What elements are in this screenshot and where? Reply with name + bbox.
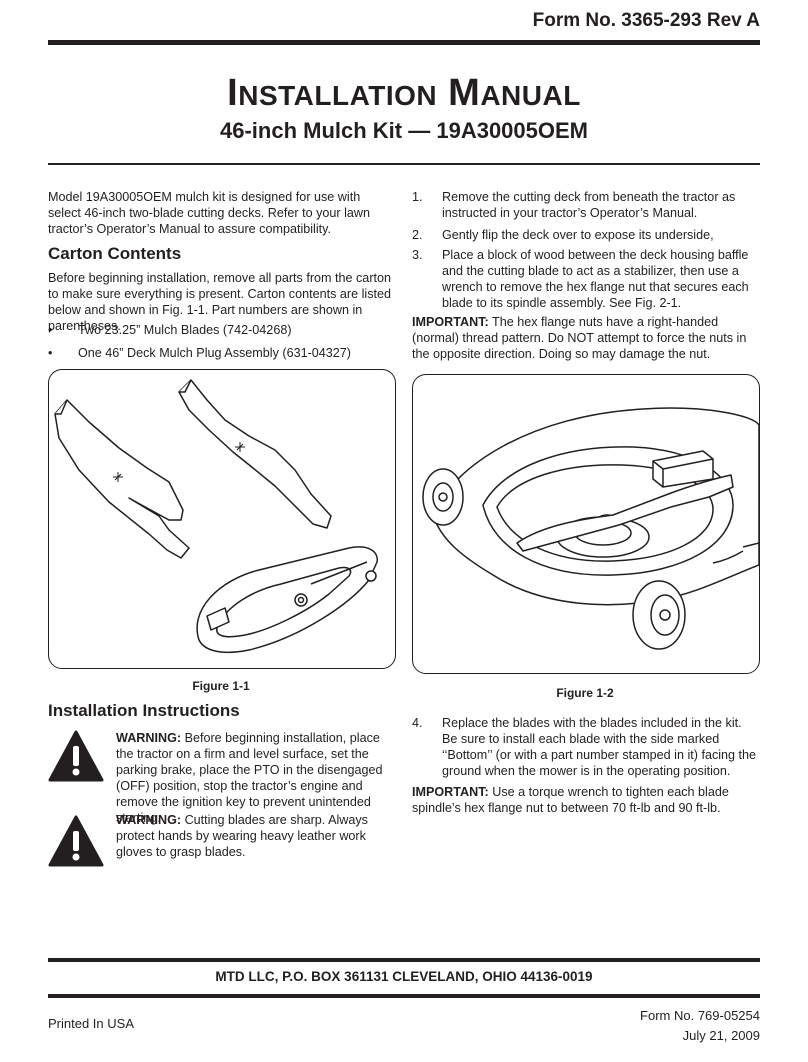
- intro-text: Model 19A30005OEM mulch kit is designed …: [48, 190, 371, 236]
- bullet-text: One 46” Deck Mulch Plug Assembly (631-04…: [78, 346, 351, 360]
- important-body: Use a torque wrench to tighten each blad…: [412, 785, 729, 815]
- page-title: INSTALLATION MANUAL: [0, 72, 808, 115]
- warning-icon: [48, 730, 104, 782]
- company-address: MTD LLC, P.O. BOX 361131 CLEVELAND, OHIO…: [215, 969, 593, 984]
- step-number: 2.: [412, 228, 423, 242]
- title-word1: NSTALLATION: [238, 80, 438, 111]
- important-note-1: IMPORTANT: The hex flange nuts have a ri…: [412, 314, 762, 362]
- carton-text: Before beginning installation, remove al…: [48, 271, 392, 333]
- warning-body: Before beginning installation, place the…: [116, 731, 383, 825]
- figure-1-2-caption: Figure 1-2: [556, 686, 614, 700]
- warning-2-text: WARNING: Cutting blades are sharp. Alway…: [116, 812, 396, 860]
- warning-label: WARNING:: [116, 731, 182, 745]
- step-number: 4.: [412, 716, 423, 730]
- footer-form-number: Form No. 769-05254: [640, 1008, 760, 1023]
- carton-contents-heading: Carton Contents: [48, 244, 182, 263]
- step-number: 1.: [412, 190, 423, 204]
- title-word2: ANUAL: [480, 80, 581, 111]
- header-rule: [48, 40, 760, 45]
- installation-heading: Installation Instructions: [48, 701, 240, 720]
- step-text: Replace the blades with the blades inclu…: [442, 716, 757, 778]
- bullet-item: • One 46” Deck Mulch Plug Assembly (631-…: [48, 346, 351, 360]
- important-body: The hex flange nuts have a right-handed …: [412, 315, 747, 361]
- step-item: 4. Replace the blades with the blades in…: [412, 715, 760, 781]
- warning-icon: [48, 815, 104, 867]
- step-text: Remove the cutting deck from beneath the…: [442, 190, 736, 220]
- footer-rule-bottom: [48, 994, 760, 998]
- footer-rule-top: [48, 958, 760, 962]
- printed-in: Printed In USA: [48, 1016, 134, 1031]
- warning-1-text: WARNING: Before beginning installation, …: [116, 730, 396, 826]
- warning-body: Cutting blades are sharp. Always protect…: [116, 813, 368, 859]
- step-item: 1. Remove the cutting deck from beneath …: [412, 189, 760, 223]
- title-initial: I: [227, 72, 239, 114]
- title-rule: [48, 163, 760, 165]
- important-label: IMPORTANT:: [412, 315, 489, 329]
- title-initial-2: M: [448, 72, 481, 114]
- footer-date: July 21, 2009: [682, 1028, 760, 1043]
- important-label: IMPORTANT:: [412, 785, 489, 799]
- page-subtitle: 46-inch Mulch Kit — 19A30005OEM: [220, 118, 588, 143]
- step-item: 3. Place a block of wood between the dec…: [412, 247, 760, 313]
- step-number: 3.: [412, 248, 423, 262]
- form-number: Form No. 3365-293 Rev A: [532, 10, 760, 31]
- figure-1-1-illustration: [48, 369, 396, 669]
- bullet-item: • Two 23.25” Mulch Blades (742-04268): [48, 323, 292, 337]
- figure-1-2-illustration: [412, 374, 760, 674]
- important-note-2: IMPORTANT: Use a torque wrench to tighte…: [412, 784, 762, 816]
- deck-underside-drawing: [422, 407, 759, 650]
- mulch-kit-parts-drawing: [54, 379, 378, 653]
- step-item: 2. Gently flip the deck over to expose i…: [412, 227, 760, 243]
- figure-1-1-caption: Figure 1-1: [192, 679, 250, 693]
- bullet-text: Two 23.25” Mulch Blades (742-04268): [78, 323, 292, 337]
- footer-form-info: Form No. 769-05254 July 21, 2009: [640, 1006, 760, 1046]
- step-text: Place a block of wood between the deck h…: [442, 248, 749, 310]
- warning-label: WARNING:: [116, 813, 182, 827]
- step-text: Gently flip the deck over to expose its …: [442, 228, 714, 242]
